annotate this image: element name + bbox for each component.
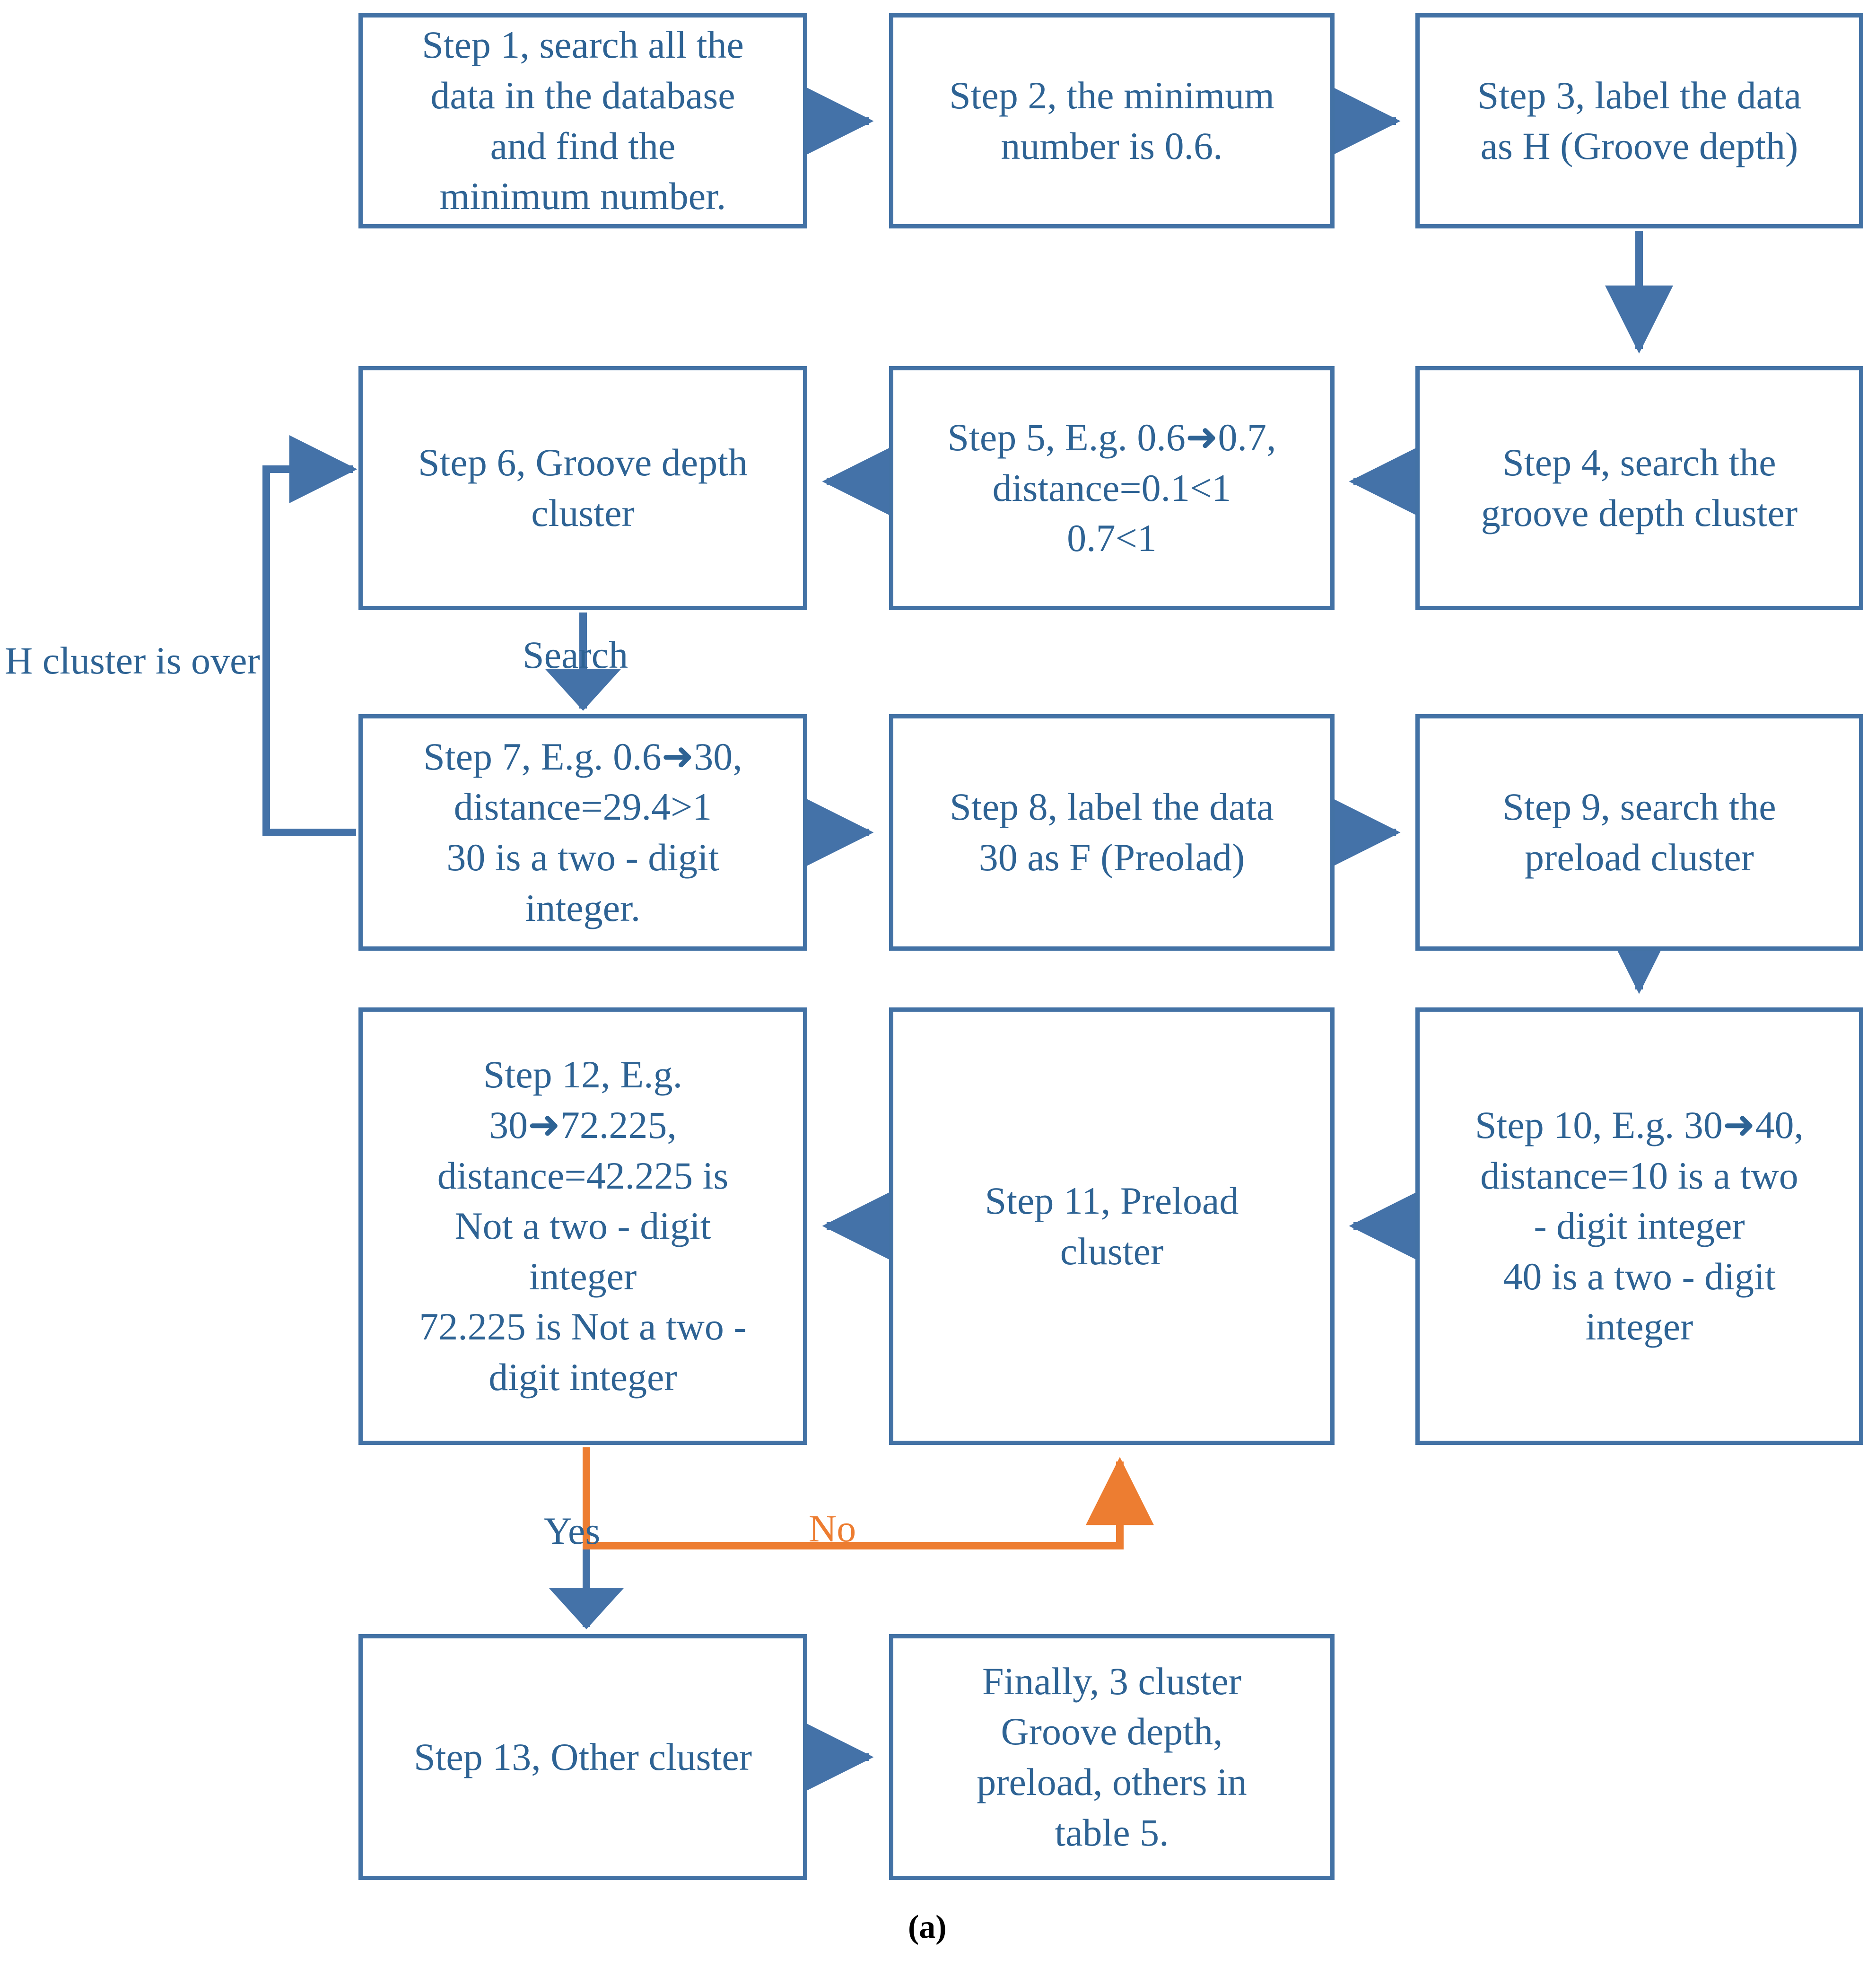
edge-label-no: No [809,1507,856,1550]
node-step6[interactable]: Step 6, Groove depth cluster [358,366,807,610]
node-step13[interactable]: Step 13, Other cluster [358,1634,807,1880]
node-step13-label: Step 13, Other cluster [413,1735,752,1778]
node-final[interactable]: Finally, 3 cluster Groove depth, preload… [889,1634,1335,1880]
node-step6-label: Step 6, Groove depth cluster [418,441,748,534]
edge-step12-step11-no [583,1447,1154,1549]
node-step5[interactable]: Step 5, E.g. 0.6➜0.7, distance=0.1<1 0.7… [889,366,1335,610]
node-step11-label: Step 11, Preload cluster [985,1179,1239,1273]
node-step8[interactable]: Step 8, label the data 30 as F (Preolad) [889,714,1335,951]
node-step7-label: Step 7, E.g. 0.6➜30, distance=29.4>1 30 … [423,735,742,929]
node-step11[interactable]: Step 11, Preload cluster [889,1007,1335,1445]
node-step7[interactable]: Step 7, E.g. 0.6➜30, distance=29.4>1 30 … [358,714,807,951]
node-step2-label: Step 2, the minimum number is 0.6. [949,73,1274,167]
edge-step7-step6-loop [262,435,358,836]
figure-caption: (a) [908,1909,947,1945]
edge-label-search: Search [523,633,628,676]
node-step1-label: Step 1, search all the data in the datab… [422,23,744,218]
node-step4-label: Step 4, search the groove depth cluster [1481,441,1798,534]
node-step10-label: Step 10, E.g. 30➜40, distance=10 is a tw… [1475,1103,1804,1348]
node-step8-label: Step 8, label the data 30 as F (Preolad) [950,785,1274,879]
edge-label-h-cluster-is-over: H cluster is over [5,639,260,682]
node-final-label: Finally, 3 cluster Groove depth, preload… [977,1659,1247,1854]
node-step1[interactable]: Step 1, search all the data in the datab… [358,13,807,228]
node-step12[interactable]: Step 12, E.g. 30➜72.225, distance=42.225… [358,1007,807,1445]
node-step12-label: Step 12, E.g. 30➜72.225, distance=42.225… [419,1053,747,1399]
node-step10[interactable]: Step 10, E.g. 30➜40, distance=10 is a tw… [1415,1007,1863,1445]
node-step9-label: Step 9, search the preload cluster [1502,785,1776,879]
edge-label-yes: Yes [544,1509,601,1552]
node-step9[interactable]: Step 9, search the preload cluster [1415,714,1863,951]
node-step4[interactable]: Step 4, search the groove depth cluster [1415,366,1863,610]
node-step5-label: Step 5, E.g. 0.6➜0.7, distance=0.1<1 0.7… [947,416,1276,560]
node-step3-label: Step 3, label the data as H (Groove dept… [1477,73,1802,167]
node-step2[interactable]: Step 2, the minimum number is 0.6. [889,13,1335,228]
node-step3[interactable]: Step 3, label the data as H (Groove dept… [1415,13,1863,228]
